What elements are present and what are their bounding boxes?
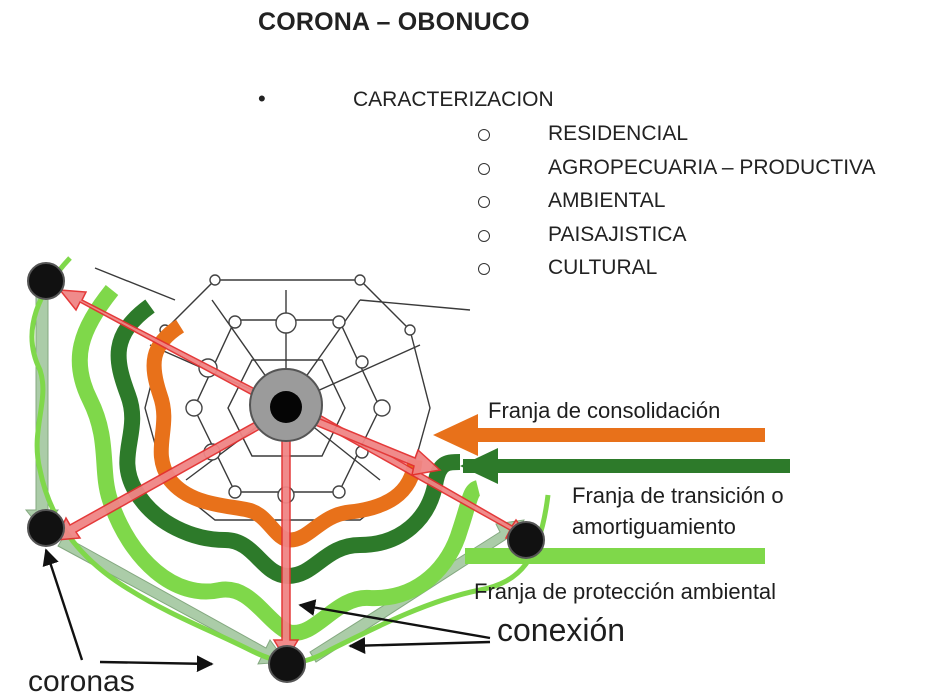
conexion-axes — [54, 289, 532, 662]
pointer-arrows — [42, 548, 491, 673]
circle-bullet-icon — [478, 196, 490, 208]
label-franja-transicion-line1: Franja de transición o — [572, 483, 784, 508]
list-item-label: PAISAJISTICA — [548, 222, 687, 246]
diagram-title: CORONA – OBONUCO — [258, 8, 530, 36]
label-coronas: coronas — [28, 665, 135, 698]
list-item-label: CULTURAL — [548, 256, 658, 279]
bullet-icon: • — [258, 86, 266, 111]
circle-bullet-icon — [478, 263, 490, 275]
circle-bullet-icon — [478, 229, 490, 242]
corona-nodes — [27, 262, 545, 683]
list-item-label: AMBIENTAL — [548, 189, 666, 212]
label-franja-consolidacion: Franja de consolidación — [488, 398, 721, 423]
circle-bullet-icon — [478, 129, 490, 141]
label-franja-proteccion: Franja de protección ambiental — [474, 579, 777, 604]
transicion-arrowhead — [460, 448, 498, 484]
caracterizacion-label: CARACTERIZACION — [353, 88, 554, 111]
franja-proteccion — [29, 256, 765, 665]
consolidacion-arrowhead — [433, 414, 478, 456]
center-node — [270, 391, 302, 423]
list-item-label: AGROPECUARIA – PRODUCTIVA — [548, 155, 876, 179]
franja-consolidacion — [146, 319, 765, 548]
circle-bullet-icon — [478, 162, 490, 175]
label-franja-transicion-line2: amortiguamiento — [572, 514, 736, 539]
label-conexion: conexión — [497, 612, 626, 648]
list-item-label: RESIDENCIAL — [548, 122, 689, 145]
